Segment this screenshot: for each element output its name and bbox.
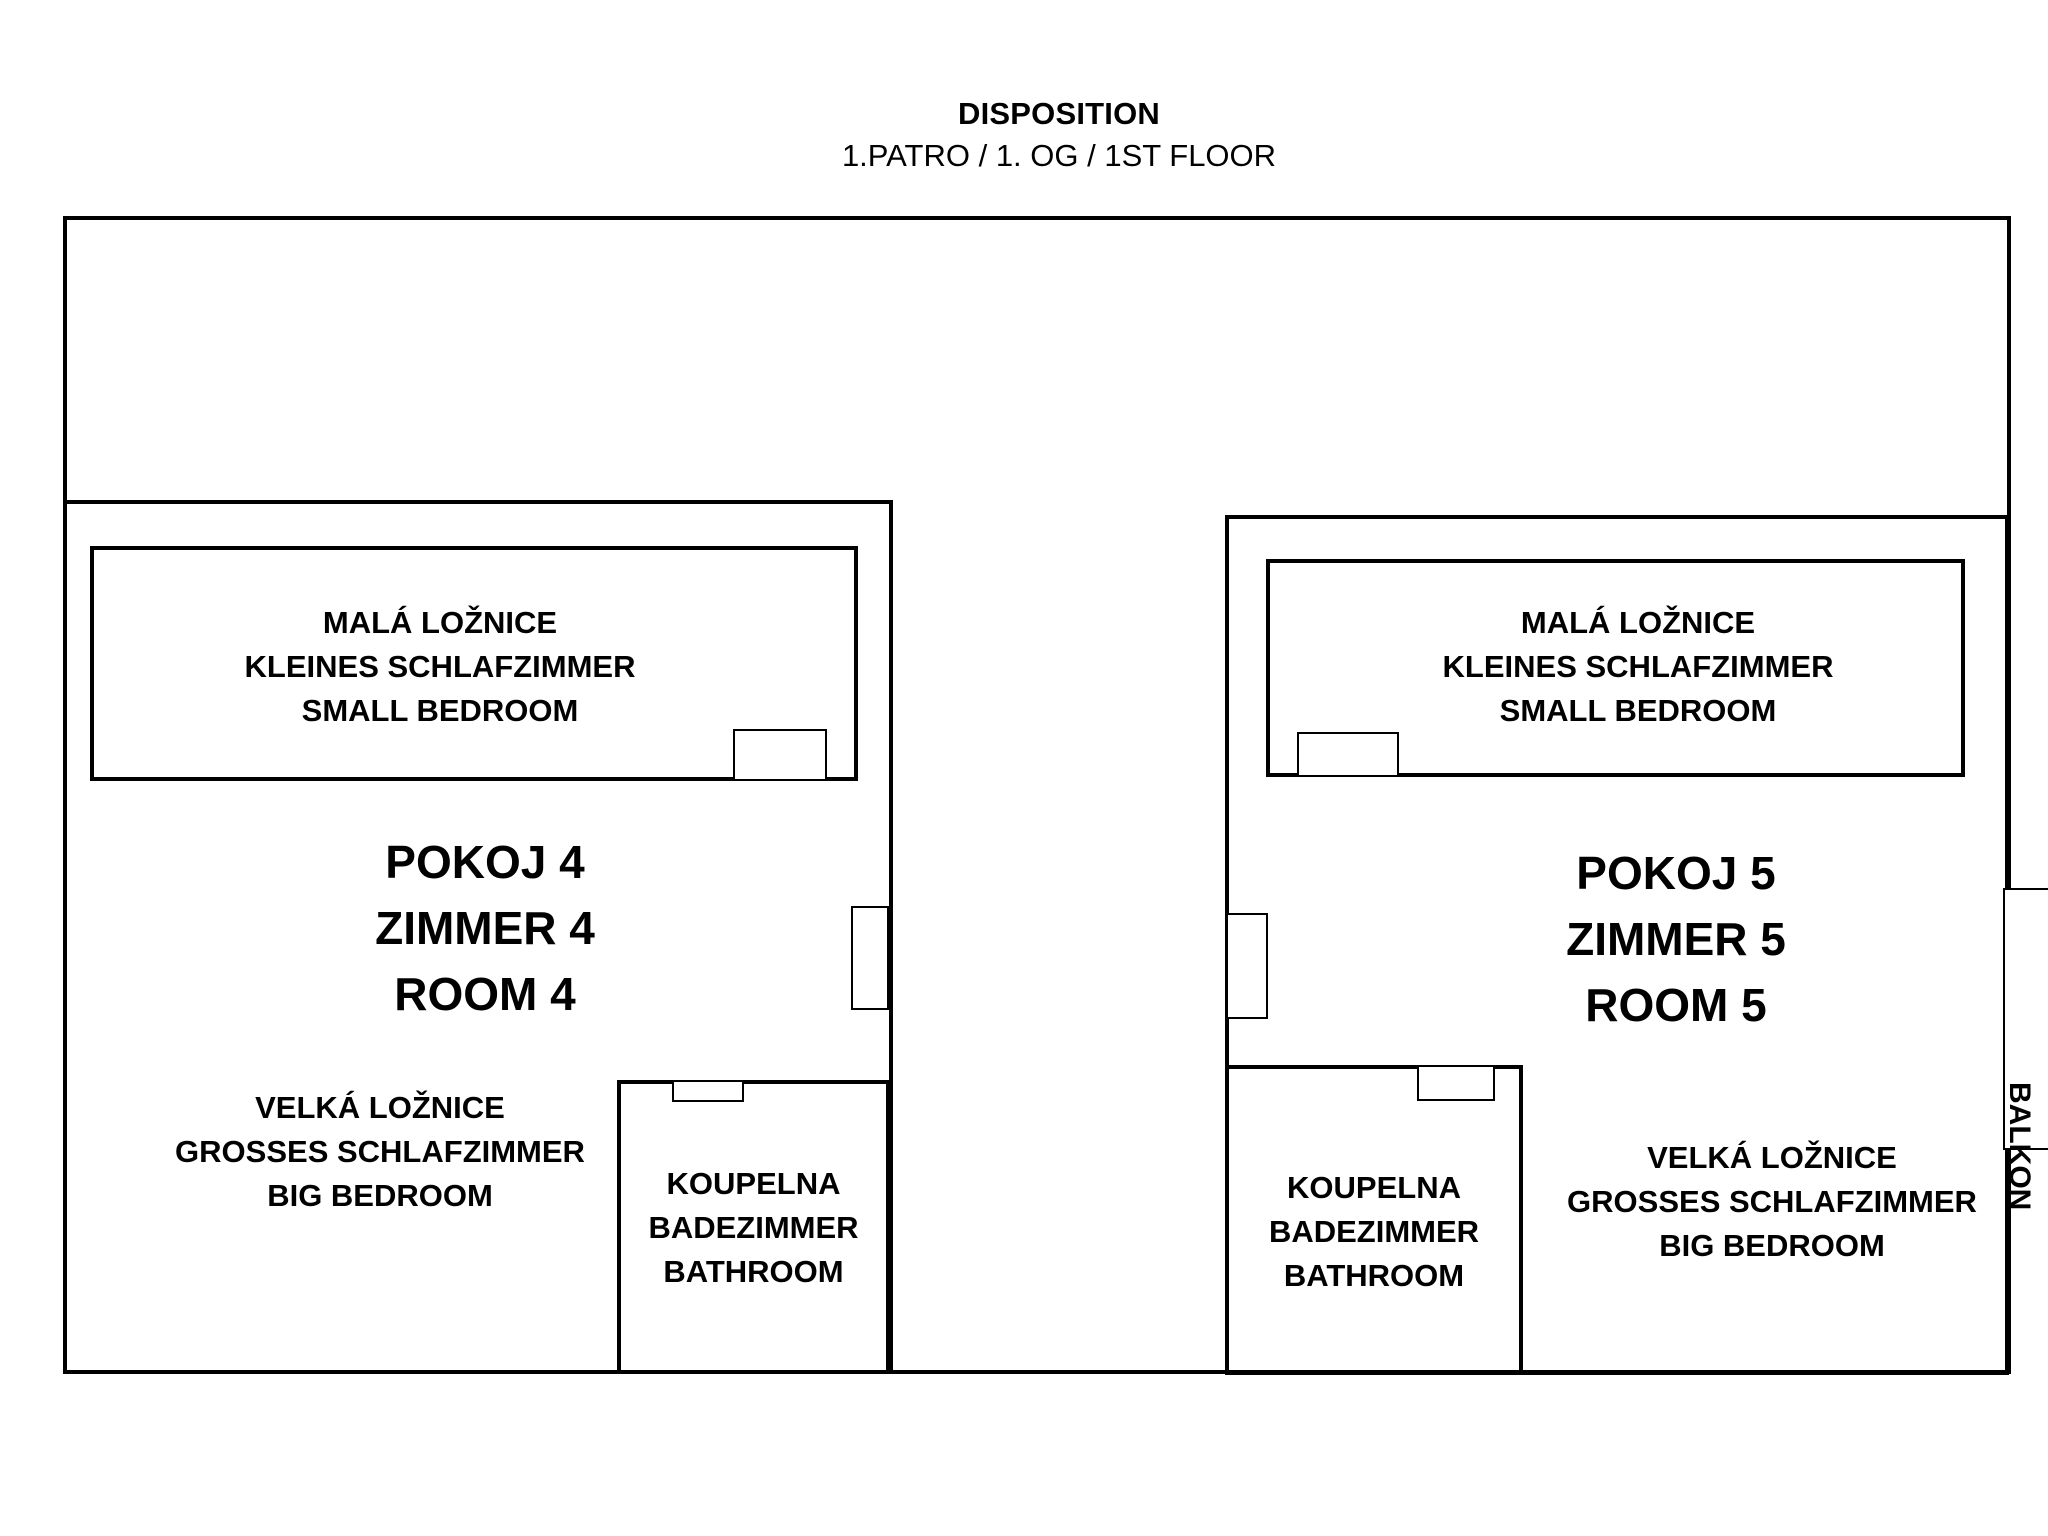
room-5-bathroom-label: KOUPELNA BADEZIMMER BATHROOM xyxy=(1268,1170,1480,1293)
room-4-small-bedroom xyxy=(90,546,858,781)
room-4-small-bedroom-bed xyxy=(733,729,827,781)
room-4-bathroom-label: KOUPELNA BADEZIMMER BATHROOM xyxy=(648,1166,859,1289)
room-5-bathroom xyxy=(1225,1065,1523,1375)
room-5-door xyxy=(1226,913,1268,1019)
room-5-small-bedroom-label: MALÁ LOŽNICE KLEINES SCHLAFZIMMER SMALL … xyxy=(1442,605,1834,728)
plan-subtitle: 1.PATRO / 1. OG / 1ST FLOOR xyxy=(841,138,1277,173)
balcony-label: BALKON xyxy=(2003,1082,2036,1211)
room-5-small-bedroom-bed xyxy=(1297,732,1399,777)
room-5-big-bedroom-label: VELKÁ LOŽNICE GROSSES SCHLAFZIMMER BIG B… xyxy=(1567,1140,1977,1263)
room-4-bathroom xyxy=(617,1080,890,1374)
room-4-door xyxy=(851,906,889,1010)
room-5-bathroom-fixture xyxy=(1417,1065,1495,1101)
room-5-small-bedroom xyxy=(1266,559,1965,777)
room-4-name: POKOJ 4 ZIMMER 4 ROOM 4 xyxy=(375,836,595,1020)
room-4-outline xyxy=(63,500,893,1374)
room-4-bathroom-fixture xyxy=(672,1080,744,1102)
balcony xyxy=(2003,888,2048,1150)
room-4-big-bedroom-label: VELKÁ LOŽNICE GROSSES SCHLAFZIMMER BIG B… xyxy=(175,1090,585,1213)
room-5-name: POKOJ 5 ZIMMER 5 ROOM 5 xyxy=(1566,847,1786,1031)
plan-title: DISPOSITION xyxy=(957,96,1160,131)
room-4-small-bedroom-label: MALÁ LOŽNICE KLEINES SCHLAFZIMMER SMALL … xyxy=(244,605,636,728)
